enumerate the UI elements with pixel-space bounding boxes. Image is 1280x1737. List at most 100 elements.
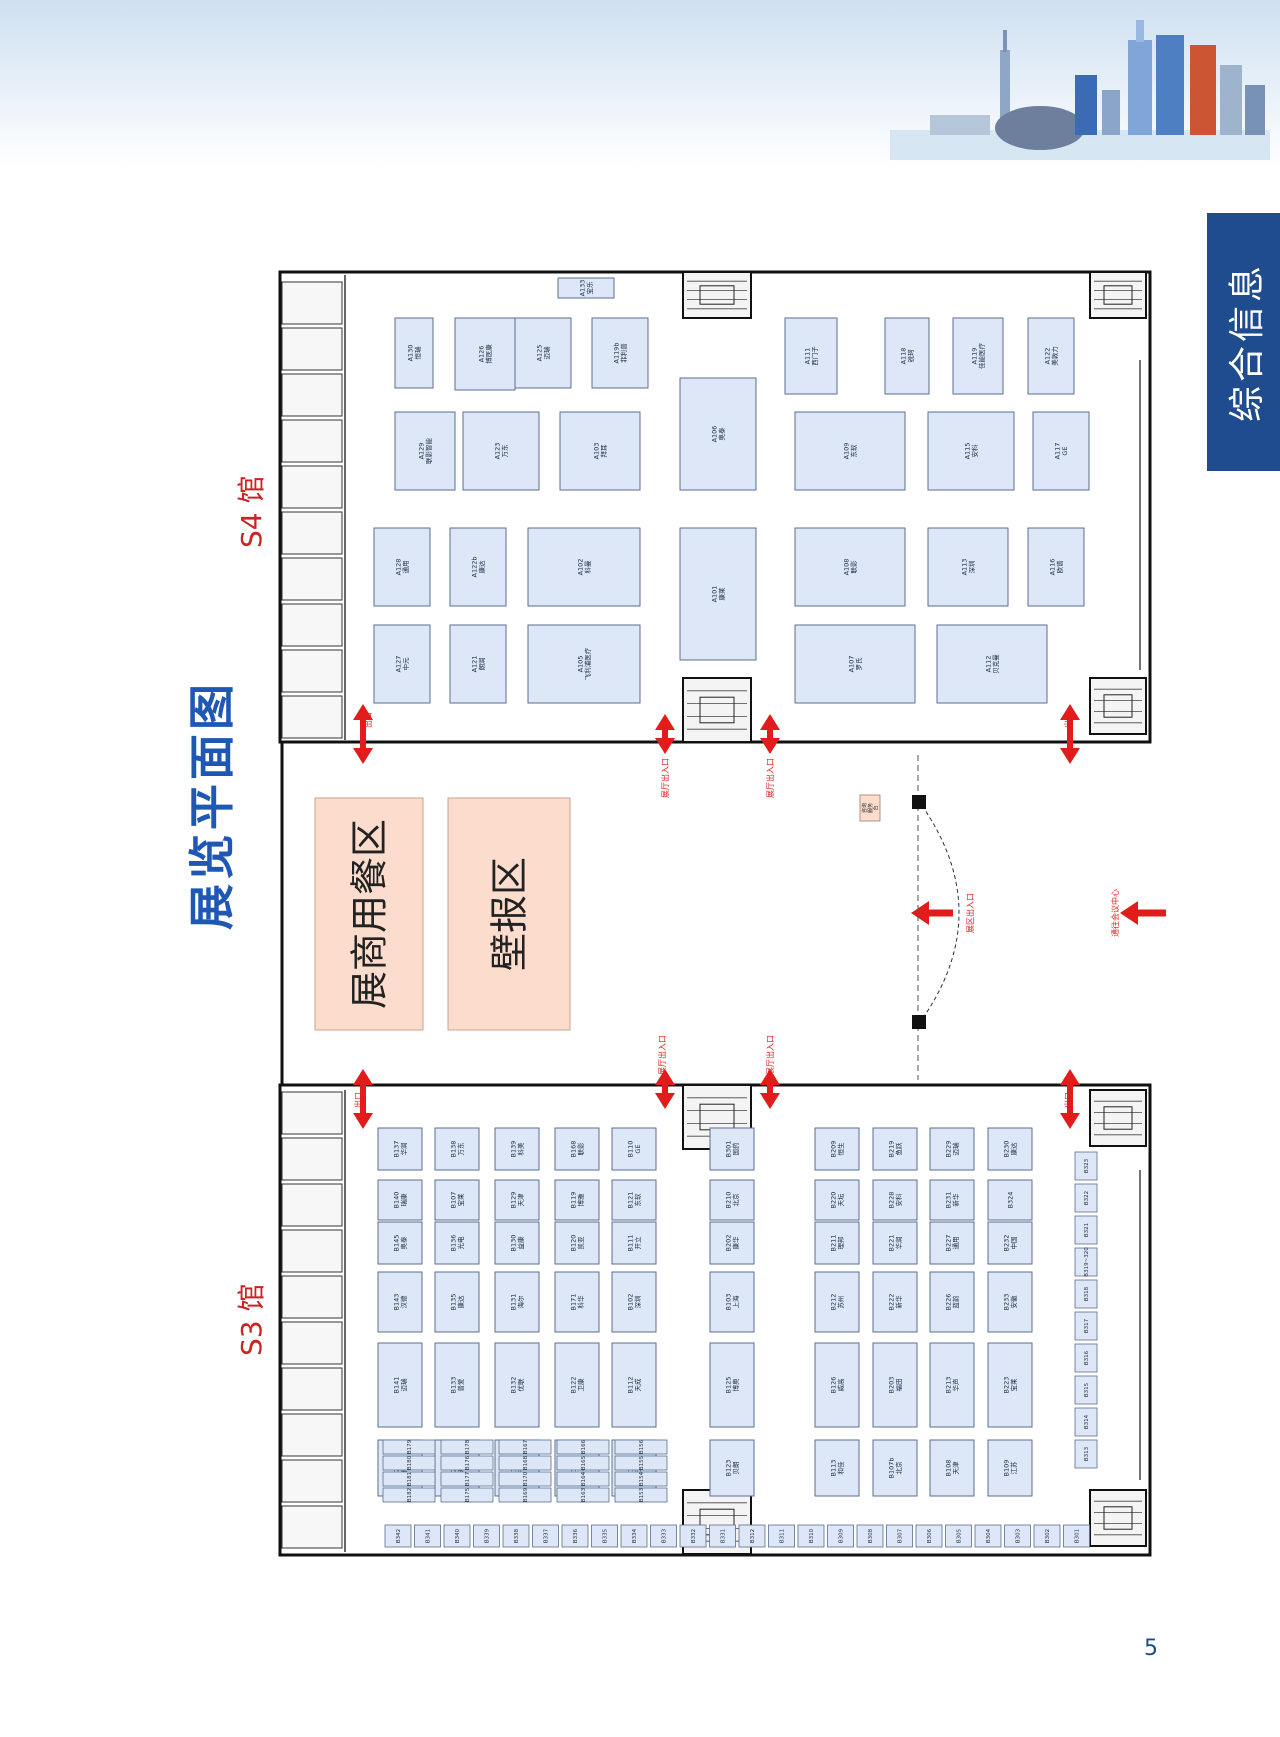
- svg-text:北京: 北京: [731, 1193, 740, 1207]
- svg-text:B332: B332: [691, 1529, 697, 1543]
- svg-text:B113: B113: [830, 1460, 838, 1477]
- s3-booth-b219: [872, 1127, 918, 1171]
- s3-right-booth-b316: [1074, 1343, 1098, 1373]
- s4-booth-a126: [454, 317, 516, 391]
- svg-text:B321: B321: [1084, 1223, 1090, 1237]
- svg-text:迈瑞: 迈瑞: [542, 346, 551, 360]
- svg-text:B231: B231: [945, 1192, 953, 1209]
- svg-text:B221: B221: [888, 1235, 896, 1252]
- service-room-s4: [281, 603, 343, 647]
- s3-small-booth-label: B165: [581, 1455, 587, 1470]
- svg-text:美敦力: 美敦力: [1050, 346, 1059, 366]
- svg-text:欧谱: 欧谱: [1055, 560, 1064, 574]
- svg-text:B171: B171: [570, 1294, 578, 1311]
- svg-text:卫康: 卫康: [576, 1378, 585, 1392]
- svg-text:B339: B339: [484, 1528, 490, 1543]
- s3-strip-booth-b336: [561, 1524, 589, 1548]
- s3-right-booth-b321: [1074, 1215, 1098, 1245]
- s3-strip-booth-b341: [414, 1524, 441, 1548]
- svg-text:A117: A117: [1054, 443, 1062, 460]
- svg-text:江苏: 江苏: [1009, 1461, 1018, 1475]
- svg-text:B121: B121: [627, 1192, 635, 1209]
- s3-right-booth-label: B315: [1084, 1382, 1090, 1397]
- svg-text:开立: 开立: [633, 1236, 642, 1250]
- svg-text:东软: 东软: [633, 1193, 642, 1207]
- svg-text:瑞康: 瑞康: [399, 1193, 408, 1207]
- svg-text:B318: B318: [1084, 1286, 1090, 1301]
- s3-strip-booth-label: B336: [573, 1528, 579, 1543]
- s3-right-booth-label: B316: [1084, 1350, 1090, 1365]
- svg-text:奥泰: 奥泰: [717, 427, 726, 441]
- s3-strip-booth-b302: [1033, 1524, 1061, 1548]
- section-tab[interactable]: [1207, 213, 1280, 471]
- service-desk: [859, 794, 881, 822]
- svg-text:菲利普: 菲利普: [619, 343, 628, 363]
- svg-text:宝莱: 宝莱: [456, 1193, 465, 1207]
- hall-entrance-label-s4-b: 展厅出入口: [765, 758, 775, 798]
- s3-strip-booth-label: B342: [396, 1529, 402, 1543]
- stair-s3-bottom: [1089, 1489, 1147, 1547]
- svg-text:博雅: 博雅: [576, 1193, 585, 1207]
- s3-strip-booth-b338: [502, 1524, 530, 1548]
- s3-right-booth-label: B323: [1084, 1158, 1090, 1173]
- service-desk-label: 咨询服务台: [861, 803, 880, 813]
- svg-text:科华: 科华: [576, 1295, 585, 1309]
- svg-text:B317: B317: [1084, 1318, 1090, 1333]
- svg-text:新华: 新华: [951, 1193, 960, 1207]
- svg-text:出口: 出口: [1063, 712, 1073, 728]
- svg-text:展厅出入口: 展厅出入口: [657, 1035, 667, 1075]
- svg-text:锐珂: 锐珂: [906, 349, 915, 363]
- s3-small-booth-b156: [614, 1439, 668, 1455]
- svg-text:B227: B227: [945, 1235, 953, 1252]
- svg-text:光电: 光电: [456, 1236, 465, 1250]
- svg-text:B168: B168: [570, 1141, 578, 1158]
- s4-booth-a101: [679, 527, 757, 661]
- service-room-s4: [281, 695, 343, 739]
- svg-text:天津: 天津: [952, 1461, 960, 1475]
- s3-strip-booth-b311: [768, 1524, 795, 1548]
- s3-right-booth-b319~320: [1074, 1247, 1098, 1277]
- svg-text:B168: B168: [523, 1455, 529, 1470]
- svg-text:A113: A113: [961, 559, 969, 576]
- svg-text:B305: B305: [956, 1528, 962, 1543]
- s3-small-booth-label: B175: [465, 1487, 471, 1502]
- s3-small-booth-label: B155: [639, 1455, 645, 1470]
- svg-text:B220: B220: [830, 1192, 838, 1209]
- svg-text:飞利浦医疗: 飞利浦医疗: [583, 647, 592, 680]
- svg-text:中国: 中国: [1009, 1237, 1018, 1250]
- service-room-s3: [281, 1505, 343, 1549]
- s3-booth-b228: [872, 1179, 918, 1221]
- svg-text:B169: B169: [523, 1487, 529, 1502]
- s4-booth-a125: [514, 317, 572, 389]
- service-room-s3: [281, 1137, 343, 1181]
- svg-text:B319~320: B319~320: [1084, 1247, 1090, 1277]
- gate-post-top: [912, 795, 926, 809]
- s4-booth-a113: [927, 527, 1009, 607]
- header-banner: [0, 0, 1280, 170]
- svg-text:通用: 通用: [401, 561, 410, 574]
- svg-text:安科: 安科: [970, 444, 979, 458]
- s3-booth-b145: [377, 1221, 423, 1265]
- svg-text:B179: B179: [407, 1439, 413, 1454]
- s3-booth-b213: [929, 1342, 975, 1428]
- s3-booth-b131: [494, 1271, 540, 1333]
- svg-text:A125: A125: [536, 345, 544, 362]
- s3-booth-b212: [814, 1271, 860, 1333]
- s4-booth-a130: [394, 317, 434, 389]
- svg-text:B130: B130: [510, 1235, 518, 1252]
- s3-small-booth-b170: [498, 1471, 552, 1487]
- svg-text:展厅出入口: 展厅出入口: [765, 758, 775, 798]
- svg-text:B230: B230: [1003, 1141, 1011, 1158]
- s3-small-booth-label: B181: [407, 1472, 413, 1486]
